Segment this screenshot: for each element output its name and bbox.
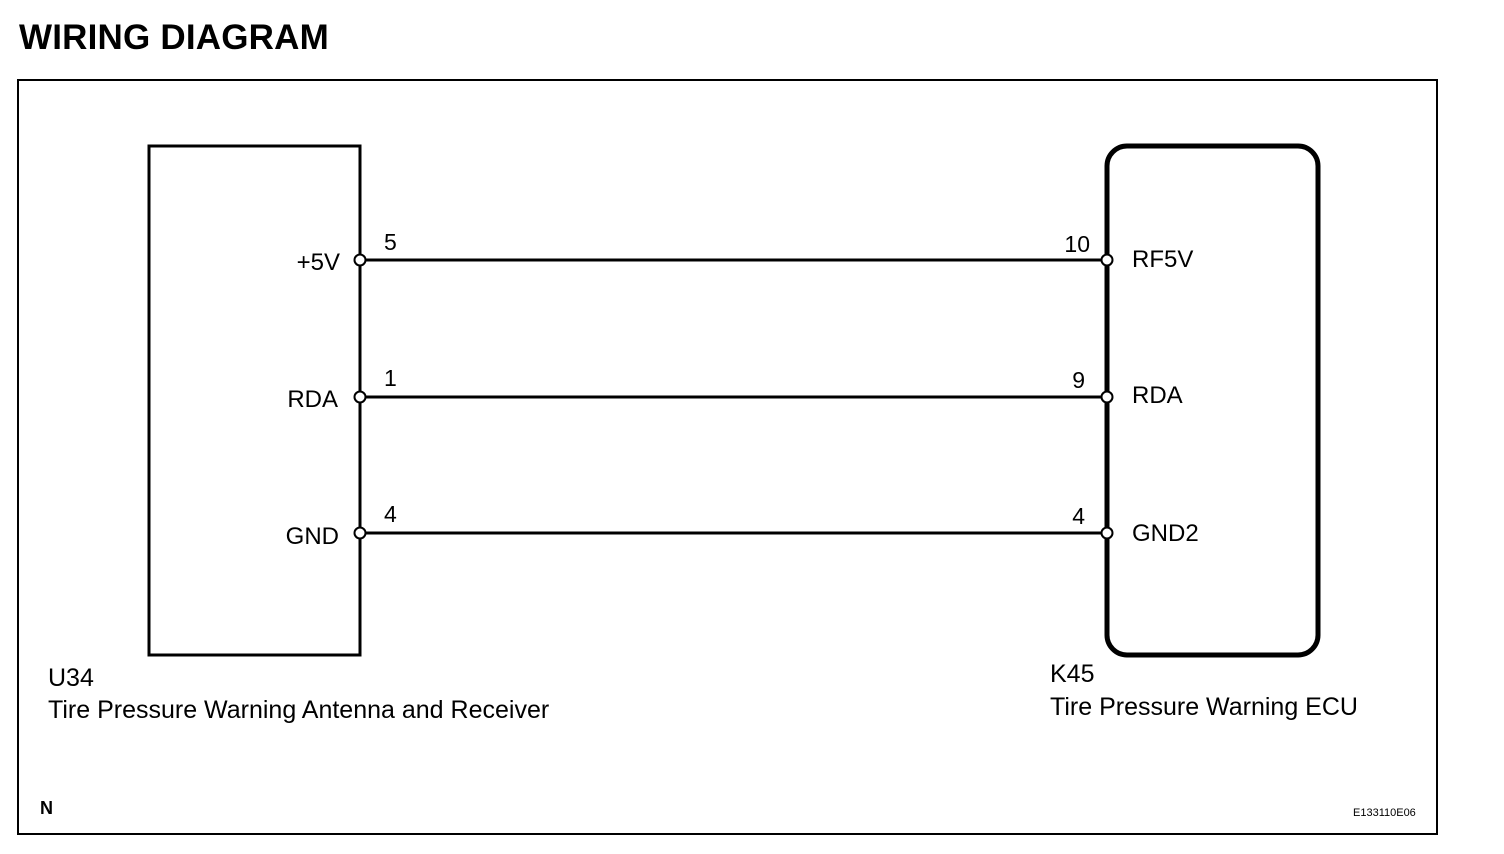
left-pin-number: 4: [384, 501, 397, 527]
right-terminal-label: GND2: [1132, 520, 1199, 547]
left-component-name: Tire Pressure Warning Antenna and Receiv…: [48, 696, 550, 724]
right-pin-number: 4: [1072, 503, 1085, 529]
left-pin-number: 1: [384, 365, 397, 391]
right-component-code: K45: [1050, 660, 1095, 688]
left-terminal-label: +5V: [296, 249, 340, 276]
left-terminal-label: RDA: [287, 386, 338, 413]
terminal-circle-left-rda: [353, 390, 367, 404]
left-pin-number: 5: [384, 229, 397, 255]
diagram-frame: [17, 79, 1438, 835]
terminal-circle-left-gnd: [353, 526, 367, 540]
page-title: WIRING DIAGRAM: [19, 18, 329, 57]
left-terminal-label: GND: [285, 523, 339, 550]
terminal-circle-right-gnd2: [1100, 526, 1114, 540]
right-pin-number: 9: [1072, 367, 1085, 393]
terminal-circle-right-rf5v: [1100, 253, 1114, 267]
right-pin-number: 10: [1064, 231, 1090, 257]
right-component-name: Tire Pressure Warning ECU: [1050, 693, 1358, 721]
terminal-circle-left-5v: [353, 253, 367, 267]
left-component-code: U34: [48, 664, 94, 692]
right-terminal-label: RDA: [1132, 382, 1183, 409]
figure-id: E133110E06: [1353, 807, 1416, 819]
terminal-circle-right-rda: [1100, 390, 1114, 404]
right-terminal-label: RF5V: [1132, 246, 1194, 273]
corner-mark: N: [40, 798, 53, 818]
